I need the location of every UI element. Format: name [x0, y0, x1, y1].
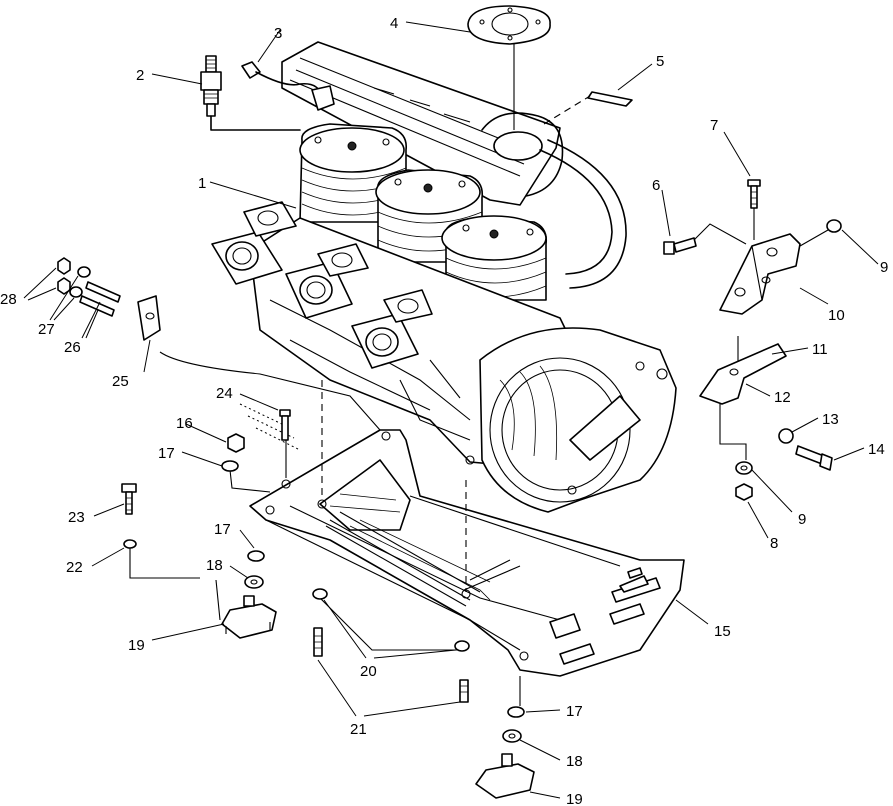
callout-2: 2 [136, 67, 144, 84]
shim [543, 91, 633, 125]
callout-19-mid: 19 [128, 637, 145, 654]
washer-22 [123, 539, 137, 549]
callout-1: 1 [198, 175, 206, 192]
callout-17-bottom: 17 [566, 703, 583, 720]
callout-8: 8 [770, 535, 778, 552]
callout-10: 10 [828, 307, 845, 324]
mag-cover [479, 327, 677, 513]
callout-20: 20 [360, 663, 377, 680]
callout-7: 7 [710, 117, 718, 134]
intake-flange-3 [351, 313, 419, 369]
callout-18-mid: 18 [206, 557, 223, 574]
engine-bracket-10 [719, 233, 801, 315]
intake-flange-2 [285, 261, 353, 319]
callout-6: 6 [652, 177, 660, 194]
exhaust-manifold [281, 41, 627, 289]
bolt-21b [459, 679, 469, 703]
callout-26: 26 [64, 339, 81, 356]
callout-22: 22 [66, 559, 83, 576]
callout-14: 14 [868, 441, 885, 458]
stud-26 [79, 281, 121, 317]
callout-28: 28 [0, 291, 17, 308]
callout-24: 24 [216, 385, 233, 402]
washer-20a [312, 588, 328, 600]
callout-3: 3 [274, 25, 282, 42]
spark-plug [200, 55, 301, 131]
callout-12: 12 [774, 389, 791, 406]
clip-25 [137, 295, 161, 341]
washer-17a [221, 460, 239, 472]
engine-bracket-12 [699, 336, 787, 405]
callout-9-lower: 9 [798, 511, 806, 528]
washer-18a [244, 575, 264, 589]
callout-15: 15 [714, 623, 731, 640]
engine-cylinders [299, 123, 548, 301]
callout-27: 27 [38, 321, 55, 338]
washer-9-upper [826, 219, 842, 233]
callout-25: 25 [112, 373, 129, 390]
washer-17c [507, 706, 525, 718]
callout-16: 16 [176, 415, 193, 432]
washer-13 [778, 428, 794, 444]
callout-13: 13 [822, 411, 839, 428]
callout-23: 23 [68, 509, 85, 526]
bolt-7 [747, 179, 761, 240]
bolt-24 [279, 409, 291, 441]
callout-18-bottom: 18 [566, 753, 583, 770]
callout-11: 11 [812, 341, 828, 358]
washer-17b [247, 550, 265, 562]
callout-17-mid: 17 [214, 521, 231, 538]
bolt-23 [121, 483, 137, 515]
intake-flange-1 [211, 231, 283, 285]
mounting-plate [249, 429, 685, 677]
bolt-21a [313, 627, 323, 657]
leader-lines [23, 21, 879, 799]
nut-8 [735, 483, 753, 501]
washer-9-lower [735, 461, 753, 475]
callout-5: 5 [656, 53, 664, 70]
engine-mount-19b [475, 753, 535, 799]
callout-labels: 1 2 3 4 5 6 7 8 9 9 10 11 12 13 14 15 16… [0, 15, 888, 806]
bolt-14 [795, 445, 833, 471]
callout-21: 21 [350, 721, 367, 738]
washer-20b [454, 640, 470, 652]
exhaust-gasket [467, 5, 551, 130]
engine-mount-19a [221, 595, 277, 639]
callout-4: 4 [390, 15, 398, 32]
washer-27 [69, 266, 91, 298]
bolt-6 [663, 223, 747, 255]
nut-28 [57, 257, 71, 295]
callout-9-upper: 9 [880, 259, 888, 276]
callout-17-left: 17 [158, 445, 175, 462]
nut-16 [227, 433, 245, 453]
callout-19-bottom: 19 [566, 791, 583, 806]
temperature-sensor [241, 61, 335, 111]
washer-18b [502, 729, 522, 743]
